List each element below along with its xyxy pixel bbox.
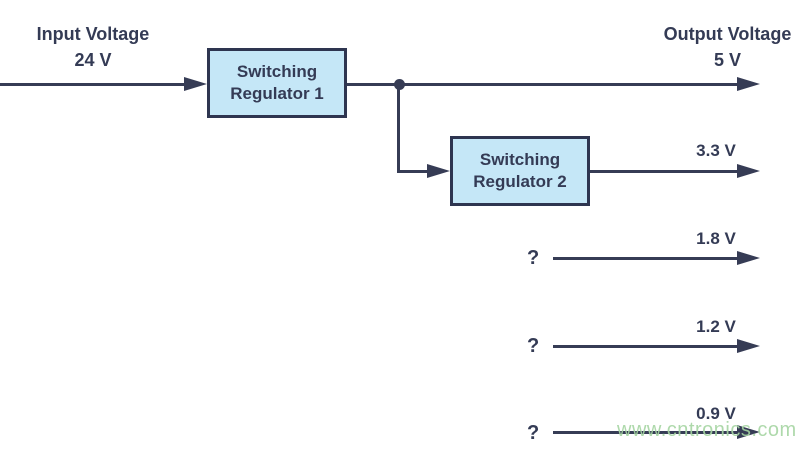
arrowhead-rail-3v3 (737, 164, 760, 178)
rail-1v2-label: 1.2 V (696, 317, 736, 336)
regulator-1-label-line1: Switching (236, 62, 318, 81)
unknown-source-mark-3: ? (527, 422, 540, 444)
unknown-source-mark-2: ? (527, 335, 540, 357)
rail-5v-wire (347, 83, 739, 86)
output-voltage-label: Output Voltage 5 V (650, 21, 805, 73)
regulator-2-label-line1: Switching (479, 150, 561, 169)
rail-1v8-label: 1.8 V (696, 229, 736, 248)
regulator-1-box: Switching Regulator 1 (207, 48, 347, 118)
rail-3v3-label: 3.3 V (696, 141, 736, 160)
watermark: www.cntronics.com (617, 419, 797, 441)
arrowhead-rail-5v (737, 77, 760, 91)
input-voltage-label: Input Voltage 24 V (6, 21, 180, 73)
regulator-2-box: Switching Regulator 2 (450, 136, 590, 206)
arrowhead-into-regulator-2 (427, 164, 450, 178)
regulator-2-label-line2: Regulator 2 (473, 172, 567, 191)
regulator-1-label-line2: Regulator 1 (230, 84, 324, 103)
rail-0v9-wire (553, 431, 739, 434)
arrowhead-into-regulator-1 (184, 77, 207, 91)
branch-wire-horizontal (397, 170, 429, 173)
rail-1v8-wire (553, 257, 739, 260)
input-voltage-title: Input Voltage (36, 24, 150, 44)
unknown-source-mark-1: ? (527, 247, 540, 269)
rail-1v2-wire (553, 345, 739, 348)
rail-3v3-wire (590, 170, 739, 173)
output-voltage-title: Output Voltage (663, 24, 792, 44)
output-voltage-value: 5 V (713, 50, 742, 70)
input-voltage-value: 24 V (74, 50, 112, 70)
input-wire (0, 83, 185, 86)
branch-wire-vertical (397, 85, 400, 172)
rail-0v9-label: 0.9 V (696, 404, 736, 423)
junction-dot (394, 79, 405, 90)
arrowhead-rail-1v8 (737, 251, 760, 265)
arrowhead-rail-1v2 (737, 339, 760, 353)
arrowhead-rail-0v9 (737, 425, 760, 439)
